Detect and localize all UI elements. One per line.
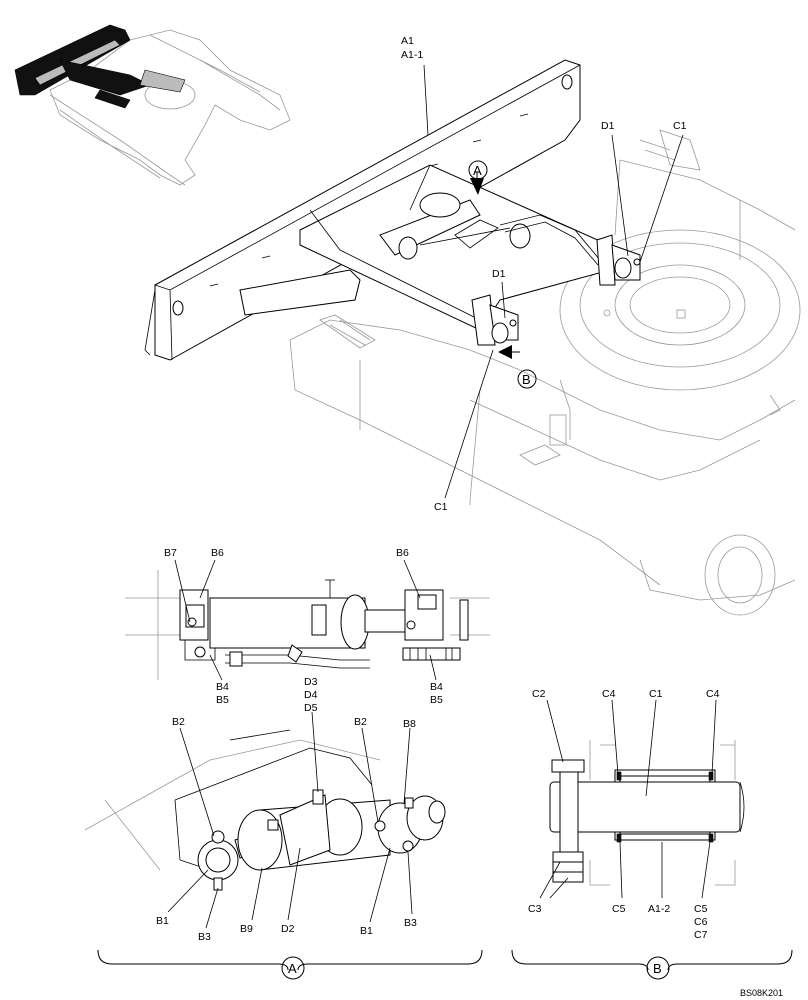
section-a-label: A <box>288 961 297 976</box>
main-labels: A1 A1-1 D1 C1 D1 C1 A B <box>401 35 687 513</box>
label-b2-left: B2 <box>172 716 185 728</box>
detail-a-leaders <box>167 711 413 929</box>
section-b-label: B <box>653 961 662 976</box>
label-c5-left: C5 <box>612 903 626 915</box>
label-b3-right: B3 <box>404 917 417 929</box>
detail-a-labels: D3 D4 D5 B2 B2 B8 B1 B3 B9 D2 B1 B3 <box>156 676 417 943</box>
label-b4-left: B4 <box>216 681 229 693</box>
label-a1-1: A1-1 <box>401 49 423 61</box>
label-c4-right: C4 <box>706 688 720 700</box>
label-b1-right: B1 <box>360 925 373 937</box>
top-view-labels: B7 B6 B6 B4 B5 B4 B5 <box>164 547 443 706</box>
label-c6: C6 <box>694 916 708 928</box>
label-b4-right: B4 <box>430 681 443 693</box>
drawing-code: BS08K201 <box>740 988 783 998</box>
label-b5-left: B5 <box>216 694 229 706</box>
label-c1-top: C1 <box>673 120 687 132</box>
label-c3: C3 <box>528 903 542 915</box>
label-b2-right: B2 <box>354 716 367 728</box>
callout-b-top: B <box>522 372 531 387</box>
top-view-leaders <box>174 559 437 681</box>
machine-thumbnail <box>14 24 291 186</box>
detail-b-drawing <box>549 740 745 886</box>
label-b9: B9 <box>240 923 253 935</box>
detail-a-drawing <box>84 729 446 891</box>
label-c4-left: C4 <box>602 688 616 700</box>
label-d5: D5 <box>304 702 318 714</box>
main-leaders <box>423 64 684 499</box>
label-d1-mid: D1 <box>492 268 506 280</box>
label-d1-top: D1 <box>601 120 615 132</box>
label-c1-mid: C1 <box>434 501 448 513</box>
label-b3-left: B3 <box>198 931 211 943</box>
label-d3: D3 <box>304 676 318 688</box>
label-b1-left: B1 <box>156 915 169 927</box>
label-a1: A1 <box>401 35 414 47</box>
label-c5-right: C5 <box>694 903 708 915</box>
label-b7: B7 <box>164 547 177 559</box>
label-c1-detail: C1 <box>649 688 663 700</box>
label-d4: D4 <box>304 689 318 701</box>
label-b8: B8 <box>403 718 416 730</box>
detail-b-leaders <box>539 699 717 899</box>
main-assembly <box>144 59 801 616</box>
label-c7: C7 <box>694 929 708 941</box>
detail-b-labels: C2 C4 C1 C4 C3 C5 A1-2 C5 C6 C7 <box>528 688 720 941</box>
label-b6-left: B6 <box>211 547 224 559</box>
label-b5-right: B5 <box>430 694 443 706</box>
label-d2: D2 <box>281 923 295 935</box>
section-braces <box>97 949 793 980</box>
section-captions: A B BS08K201 <box>288 961 783 998</box>
label-a1-2: A1-2 <box>648 903 670 915</box>
label-b6-right: B6 <box>396 547 409 559</box>
label-c2: C2 <box>532 688 546 700</box>
callout-a-top: A <box>473 163 482 178</box>
cylinder-top-view <box>125 570 490 680</box>
